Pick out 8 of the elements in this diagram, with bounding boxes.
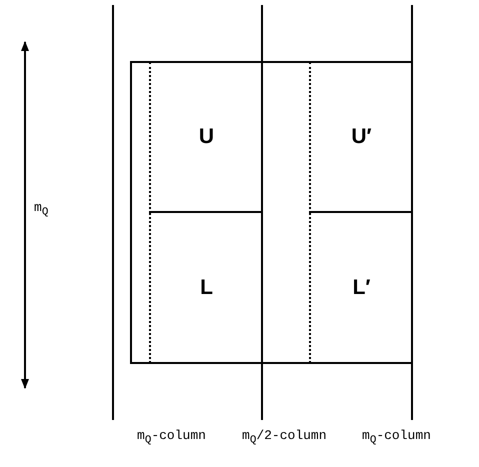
column-label: m$_{Q}$-column <box>137 428 206 447</box>
partition-cell: L <box>149 213 262 363</box>
partition-cell: U′ <box>309 62 412 213</box>
column-label: m$_{Q}$/2-column <box>242 428 327 447</box>
column-label: m$_{Q}$-column <box>362 428 431 447</box>
dimension-label: m$_{Q}$ <box>34 200 48 219</box>
partition-cell: L′ <box>309 213 412 363</box>
partition-cell: U <box>149 62 262 213</box>
